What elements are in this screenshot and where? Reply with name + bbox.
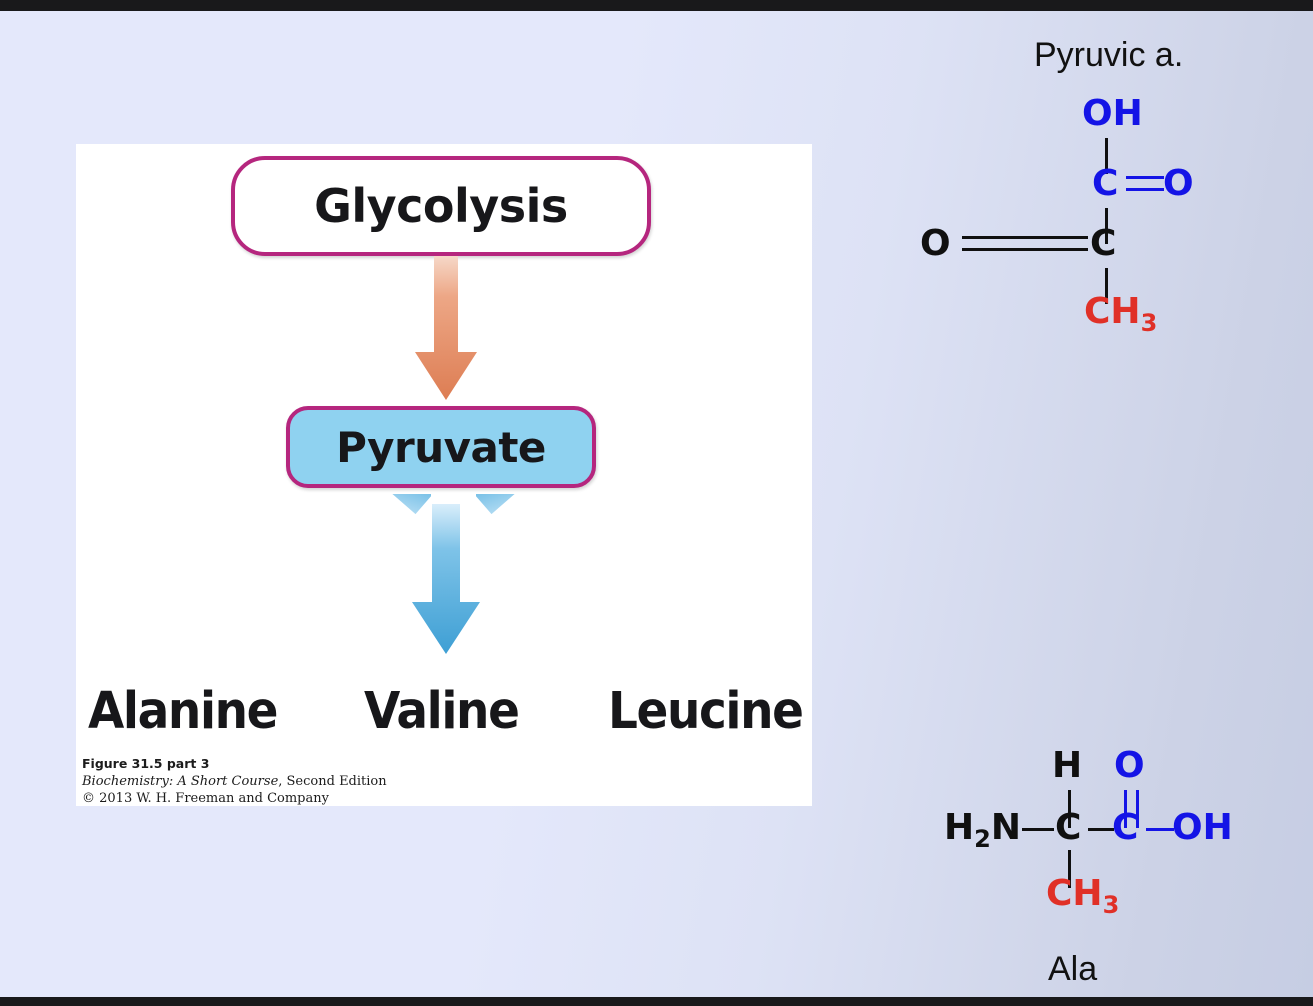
double-bond-carboxyl-oxygen-lower: [1126, 188, 1164, 191]
alanine-amine-subscript: 2: [974, 825, 991, 854]
caption-source: Biochemistry: A Short Course, Second Edi…: [82, 773, 387, 790]
pyruvic-keto-oxygen-atom: O: [920, 223, 951, 264]
pyruvic-methyl-text: CH: [1084, 291, 1141, 332]
alanine-amine-h: H: [944, 807, 975, 848]
pyruvic-keto-carbon-atom: C: [1090, 223, 1117, 264]
pyruvate-label: Pyruvate: [336, 422, 546, 472]
pyruvic-acid-structure: OH C O O C CH3: [900, 96, 1313, 356]
double-bond-keto-oxygen-upper: [962, 236, 1088, 239]
bond-nitrogen-to-alpha-carbon: [1022, 828, 1054, 831]
caption-source-title: Biochemistry: A Short Course: [82, 773, 279, 789]
pyruvic-carboxyl-carbon-atom: C: [1092, 163, 1119, 204]
pyruvic-acid-title: Pyruvic a.: [1034, 36, 1184, 74]
caption-copyright: © 2013 W. H. Freeman and Company: [82, 790, 329, 806]
alanine-structure: H O H2N C C OH CH3: [900, 748, 1313, 928]
bond-hydroxyl-to-carboxyl-carbon: [1105, 138, 1108, 174]
figure-caption: Figure 31.5 part 3 Biochemistry: A Short…: [82, 756, 387, 807]
alanine-alpha-hydrogen-atom: H: [1052, 745, 1083, 786]
bond-carboxyl-carbon-to-hydroxyl: [1146, 828, 1174, 831]
alanine-amine-n: N: [990, 807, 1021, 848]
bond-alpha-carbon-to-methyl: [1068, 850, 1071, 888]
alanine-carboxyl-carbon-atom: C: [1112, 807, 1139, 848]
bond-keto-carbon-to-methyl: [1105, 268, 1108, 304]
caption-source-edition: , Second Edition: [278, 773, 387, 789]
pyruvic-methyl-group: CH3: [1084, 291, 1158, 338]
product-label-valine: Valine: [364, 682, 520, 741]
glycolysis-label: Glycolysis: [314, 179, 568, 233]
product-label-alanine: Alanine: [88, 682, 278, 741]
arrow-pyruvate-to-valine: [412, 504, 480, 654]
alanine-methyl-text: CH: [1046, 873, 1103, 914]
double-bond-carboxyl-oxygen-upper: [1126, 176, 1164, 179]
product-label-leucine: Leucine: [608, 682, 804, 741]
pyruvate-node: Pyruvate: [286, 406, 596, 488]
pyruvic-methyl-subscript: 3: [1140, 309, 1158, 338]
alanine-alpha-carbon-atom: C: [1055, 807, 1082, 848]
bond-alpha-to-carboxyl-carbon: [1088, 828, 1114, 831]
double-bond-carbonyl-right: [1136, 790, 1139, 828]
alanine-methyl-group: CH3: [1046, 873, 1120, 920]
arrow-pyruvate-to-alanine: [291, 494, 431, 515]
double-bond-keto-oxygen-lower: [962, 248, 1088, 251]
caption-figure-number: Figure 31.5 part 3: [82, 756, 210, 771]
alanine-hydroxyl-group: OH: [1172, 807, 1233, 848]
arrow-pyruvate-to-leucine: [476, 494, 616, 515]
arrow-glycolysis-to-pyruvate: [415, 256, 477, 400]
alanine-title: Ala: [1048, 950, 1098, 988]
bond-carboxyl-to-keto-carbon: [1105, 208, 1108, 244]
alanine-amino-group: H2N: [944, 807, 1021, 854]
alanine-carbonyl-oxygen-atom: O: [1114, 745, 1145, 786]
alanine-methyl-subscript: 3: [1102, 891, 1120, 920]
pyruvic-carboxyl-oxygen-atom: O: [1163, 163, 1194, 204]
glycolysis-node: Glycolysis: [231, 156, 651, 256]
slide-top-bar: [0, 0, 1313, 11]
bond-alpha-carbon-to-hydrogen: [1068, 790, 1071, 828]
pyruvic-hydroxyl-atom: OH: [1082, 93, 1143, 134]
textbook-figure-panel: Glycolysis Pyruvate: [76, 144, 812, 806]
chemistry-column: Pyruvic a. OH C O O C CH3: [900, 0, 1313, 1006]
slide-bottom-bar: [0, 997, 1313, 1006]
double-bond-carbonyl-left: [1124, 790, 1127, 828]
